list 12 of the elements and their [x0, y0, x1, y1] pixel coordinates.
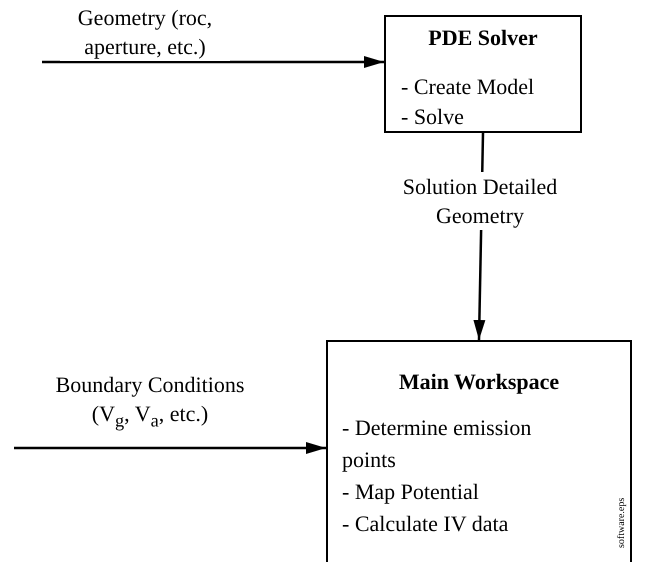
bullet-item: - Map Potential	[342, 478, 479, 506]
arrow	[42, 56, 384, 68]
box-title: Main Workspace	[398, 368, 560, 396]
box-title: PDE Solver	[427, 24, 539, 52]
process-box	[384, 15, 582, 133]
process-box	[326, 340, 632, 562]
file-name: software.eps	[616, 498, 627, 548]
bullet-item: - Calculate IV data	[342, 510, 508, 538]
bullet-item: - Create Model	[401, 73, 534, 101]
bullet-item: - Determine emission points	[342, 414, 532, 474]
arrow	[14, 442, 326, 454]
bullet-item: - Solve	[401, 103, 464, 131]
